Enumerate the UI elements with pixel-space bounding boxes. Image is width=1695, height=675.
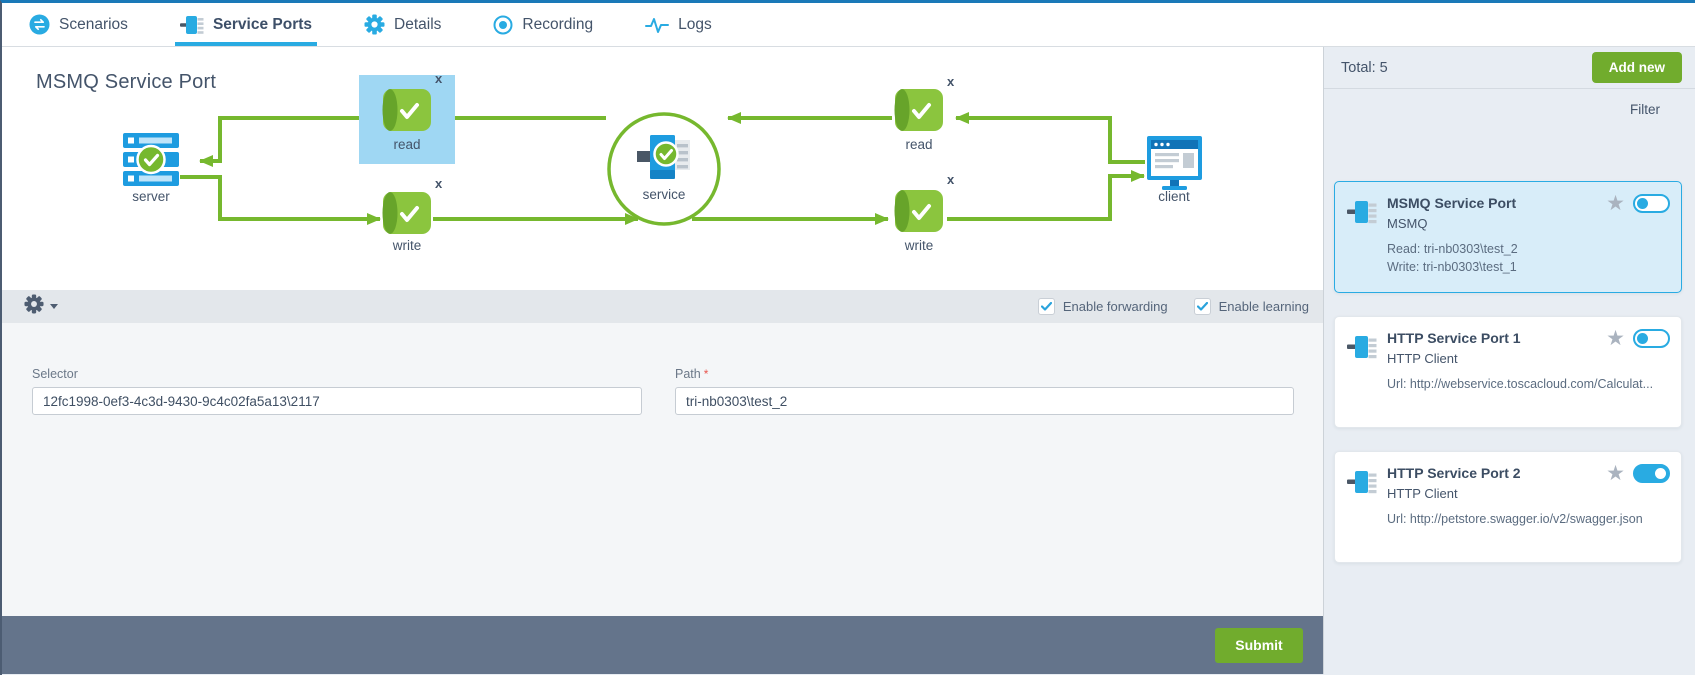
service-port-form: Selector Path* bbox=[2, 323, 1323, 616]
selector-input[interactable] bbox=[32, 387, 642, 415]
scenarios-icon bbox=[29, 14, 50, 35]
settings-toolbar: Enable forwarding Enable learning bbox=[2, 290, 1323, 323]
service-port-card-msmq[interactable]: MSMQ Service Port MSMQ Read: tri-nb0303\… bbox=[1334, 181, 1682, 293]
gear-icon bbox=[364, 14, 385, 35]
card-detail-read: Read: tri-nb0303\test_2 bbox=[1387, 242, 1518, 256]
service-port-card-http1[interactable]: HTTP Service Port 1 HTTP Client Url: htt… bbox=[1334, 316, 1682, 428]
remove-read-right-button[interactable]: x bbox=[947, 74, 955, 89]
tab-label: Logs bbox=[678, 15, 712, 33]
card-detail-url: Url: http://webservice.toscacloud.com/Ca… bbox=[1387, 377, 1654, 391]
service-port-icon bbox=[179, 14, 204, 36]
write-right-label: write bbox=[904, 238, 934, 253]
card-subtitle: HTTP Client bbox=[1387, 351, 1458, 366]
toggle-knob bbox=[1637, 198, 1648, 209]
server-label: server bbox=[132, 189, 170, 204]
path-label: Path* bbox=[675, 367, 709, 381]
tab-service-ports[interactable]: Service Ports bbox=[174, 3, 318, 46]
client-icon bbox=[1147, 136, 1202, 190]
selector-label: Selector bbox=[32, 367, 78, 381]
favorite-star-icon[interactable]: ★ bbox=[1606, 192, 1625, 215]
tab-logs[interactable]: Logs bbox=[640, 3, 717, 46]
main-panel: MSMQ Service Port bbox=[2, 47, 1324, 674]
card-title: HTTP Service Port 2 bbox=[1387, 465, 1521, 481]
edge-server-to-write bbox=[180, 175, 381, 225]
server-icon bbox=[123, 133, 179, 186]
service-ports-sidebar: Total: 5 Add new Filter MSMQ Service Por… bbox=[1324, 47, 1695, 674]
card-title: MSMQ Service Port bbox=[1387, 195, 1517, 211]
waveform-icon bbox=[645, 16, 670, 34]
form-footer: Submit bbox=[2, 616, 1323, 674]
service-port-icon bbox=[1347, 468, 1377, 549]
service-port-list: MSMQ Service Port MSMQ Read: tri-nb0303\… bbox=[1324, 129, 1695, 563]
service-port-card-http2[interactable]: HTTP Service Port 2 HTTP Client Url: htt… bbox=[1334, 451, 1682, 563]
enable-learning-checkbox[interactable]: Enable learning bbox=[1193, 298, 1309, 315]
favorite-star-icon[interactable]: ★ bbox=[1606, 327, 1625, 350]
service-port-icon bbox=[1347, 333, 1377, 414]
chevron-down-icon bbox=[50, 304, 58, 309]
card-subtitle: HTTP Client bbox=[1387, 486, 1458, 501]
tab-recording[interactable]: Recording bbox=[488, 3, 598, 46]
favorite-star-icon[interactable]: ★ bbox=[1606, 462, 1625, 485]
tab-label: Recording bbox=[522, 15, 594, 33]
client-label: client bbox=[1158, 189, 1190, 204]
record-icon bbox=[493, 15, 513, 35]
tab-label: Scenarios bbox=[59, 15, 128, 33]
port-toggle-on[interactable] bbox=[1633, 464, 1670, 483]
remove-write-right-button[interactable]: x bbox=[947, 172, 955, 187]
remove-write-left-button[interactable]: x bbox=[435, 176, 443, 191]
queue-write-right-icon bbox=[894, 190, 943, 232]
total-count: Total: 5 bbox=[1341, 59, 1388, 76]
queue-read-right-icon bbox=[894, 89, 943, 131]
submit-button[interactable]: Submit bbox=[1215, 627, 1303, 663]
card-title: HTTP Service Port 1 bbox=[1387, 330, 1521, 346]
top-nav: Scenarios Service Ports De bbox=[2, 3, 1695, 47]
tab-label: Service Ports bbox=[212, 15, 313, 33]
read-left-label: read bbox=[393, 137, 421, 152]
add-new-button[interactable]: Add new bbox=[1591, 52, 1682, 83]
queue-write-left-icon bbox=[382, 192, 431, 234]
required-asterisk: * bbox=[703, 367, 709, 381]
toggle-knob bbox=[1655, 468, 1666, 479]
tab-scenarios[interactable]: Scenarios bbox=[24, 3, 133, 46]
enable-forwarding-label: Enable forwarding bbox=[1062, 299, 1168, 314]
checkbox-checked-icon bbox=[1037, 298, 1055, 315]
edge-client-to-read bbox=[955, 112, 1145, 164]
service-label: service bbox=[642, 187, 686, 202]
service-icon bbox=[607, 112, 721, 226]
diagram-canvas bbox=[123, 75, 1202, 234]
tab-details[interactable]: Details bbox=[359, 3, 446, 46]
write-left-label: write bbox=[392, 238, 422, 253]
toggle-knob bbox=[1637, 333, 1648, 344]
checkbox-checked-icon bbox=[1193, 298, 1211, 315]
enable-forwarding-checkbox[interactable]: Enable forwarding bbox=[1037, 298, 1168, 315]
path-input[interactable] bbox=[675, 387, 1294, 415]
port-toggle-off[interactable] bbox=[1633, 194, 1670, 213]
remove-read-left-button[interactable]: x bbox=[435, 71, 443, 86]
card-detail-url: Url: http://petstore.swagger.io/v2/swagg… bbox=[1387, 512, 1643, 526]
card-detail-write: Write: tri-nb0303\test_1 bbox=[1387, 260, 1517, 274]
tab-label: Details bbox=[394, 15, 442, 33]
port-toggle-off[interactable] bbox=[1633, 329, 1670, 348]
service-port-icon bbox=[1347, 198, 1377, 279]
edge-write-to-client bbox=[947, 170, 1145, 221]
sidebar-header: Total: 5 Add new bbox=[1324, 47, 1695, 89]
service-port-diagram: MSMQ Service Port bbox=[2, 47, 1323, 290]
edge-read-to-server bbox=[199, 116, 359, 167]
queue-read-left-icon bbox=[382, 89, 431, 131]
gear-icon bbox=[24, 294, 44, 319]
filter-control[interactable]: Filter bbox=[1630, 101, 1660, 117]
card-subtitle: MSMQ bbox=[1387, 216, 1428, 231]
page-title: MSMQ Service Port bbox=[36, 71, 217, 93]
settings-dropdown-button[interactable] bbox=[24, 294, 58, 319]
read-right-label: read bbox=[905, 137, 933, 152]
enable-learning-label: Enable learning bbox=[1218, 299, 1309, 314]
